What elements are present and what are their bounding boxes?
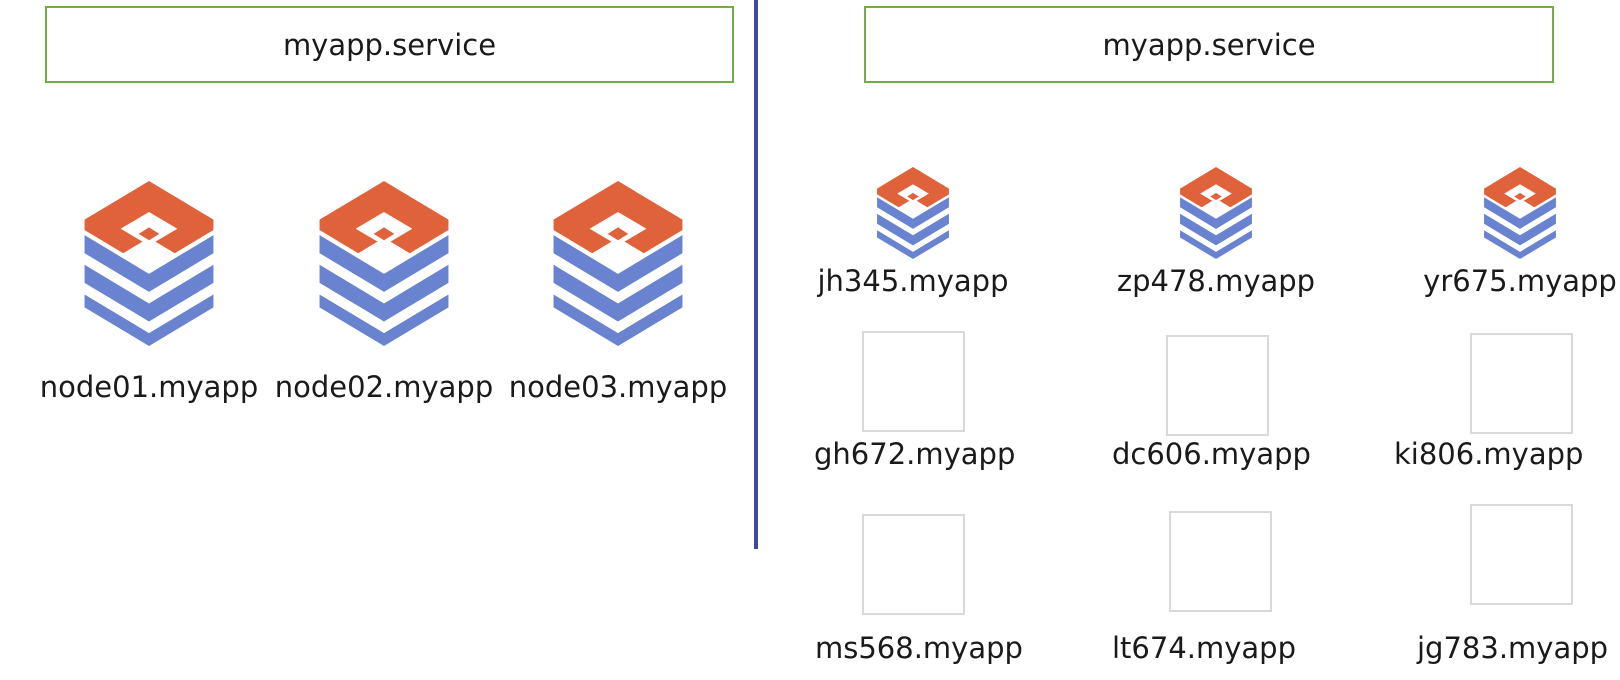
empty-node-box xyxy=(1470,333,1573,434)
left-node-2: node02.myapp xyxy=(264,181,504,402)
stacked-layers-icon xyxy=(1482,167,1558,259)
left-node-1: node01.myapp xyxy=(29,181,269,402)
right-node-2-1-label: gh672.myapp xyxy=(814,437,1016,471)
empty-node-box xyxy=(1470,504,1573,605)
panel-divider xyxy=(754,0,758,549)
right-service-label: myapp.service xyxy=(1102,27,1316,62)
left-node-2-label: node02.myapp xyxy=(274,370,494,404)
right-node-1-2-label: zp478.myapp xyxy=(1116,264,1316,298)
empty-node-box xyxy=(1169,511,1272,612)
empty-node-box xyxy=(1166,335,1269,436)
right-node-1-3-label: yr675.myapp xyxy=(1423,264,1617,298)
left-node-3: node03.myapp xyxy=(498,181,738,402)
empty-node-box xyxy=(862,331,965,432)
right-service-box: myapp.service xyxy=(864,6,1554,83)
right-node-1-1-label: jh345.myapp xyxy=(817,264,1009,298)
right-node-1-2: zp478.myapp xyxy=(1096,167,1336,296)
left-node-3-label: node03.myapp xyxy=(508,370,728,404)
stacked-layers-icon xyxy=(319,181,449,346)
stacked-layers-icon xyxy=(553,181,683,346)
right-node-1-1: jh345.myapp xyxy=(793,167,1033,296)
left-service-label: myapp.service xyxy=(282,27,497,62)
left-service-box: myapp.service xyxy=(45,6,734,83)
right-node-1-3: yr675.myapp xyxy=(1400,167,1620,296)
right-node-3-3-label: jg783.myapp xyxy=(1417,631,1609,665)
right-node-3-1-label: ms568.myapp xyxy=(815,631,1023,665)
stacked-layers-icon xyxy=(84,181,214,346)
stacked-layers-icon xyxy=(1178,167,1254,259)
right-node-2-3-label: ki806.myapp xyxy=(1394,437,1584,471)
empty-node-box xyxy=(862,514,965,615)
right-node-2-2-label: dc606.myapp xyxy=(1112,437,1311,471)
stacked-layers-icon xyxy=(875,167,951,259)
right-node-3-2-label: lt674.myapp xyxy=(1112,631,1296,665)
left-node-1-label: node01.myapp xyxy=(39,370,259,404)
